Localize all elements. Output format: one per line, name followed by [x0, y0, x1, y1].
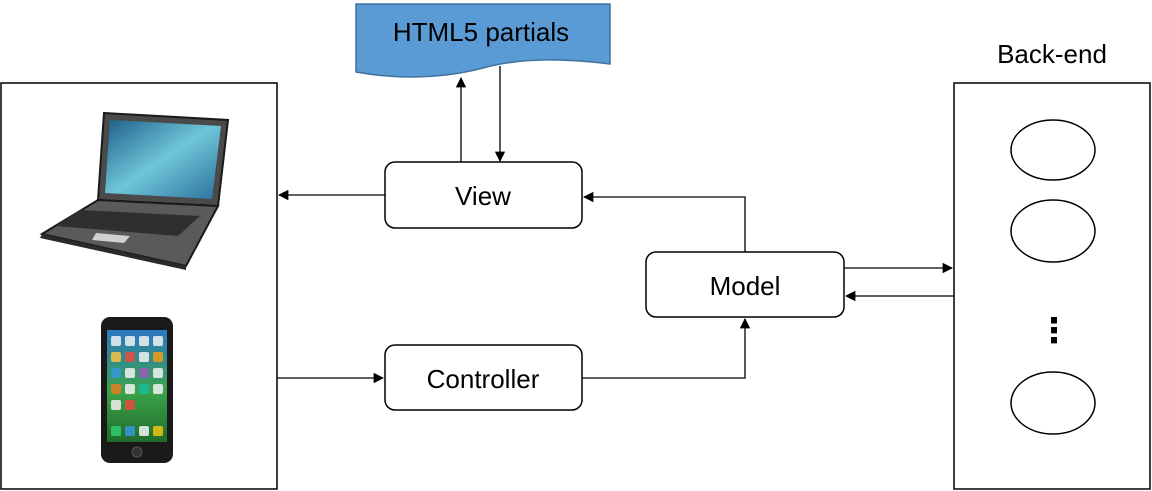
view-node: View [384, 161, 583, 229]
arrow-model-to-view [582, 191, 746, 252]
controller-node: Controller [384, 344, 583, 411]
html5-partials-node: HTML5 partials [355, 3, 611, 78]
html5-partials-label: HTML5 partials [393, 17, 569, 47]
controller-label: Controller [427, 364, 540, 394]
smartphone-icon [101, 317, 173, 463]
model-label: Model [710, 271, 781, 301]
backend-label: Back-end [997, 39, 1107, 69]
backend-service-1 [1010, 119, 1096, 181]
backend-ellipsis: ⋮ [1037, 312, 1071, 350]
view-label: View [455, 181, 511, 211]
arrow-controller-to-model [582, 317, 751, 379]
backend-service-2 [1010, 199, 1096, 263]
backend-service-n [1010, 371, 1096, 435]
model-node: Model [645, 251, 845, 318]
html5-partials-shape [355, 3, 611, 78]
laptop-icon [39, 111, 230, 270]
